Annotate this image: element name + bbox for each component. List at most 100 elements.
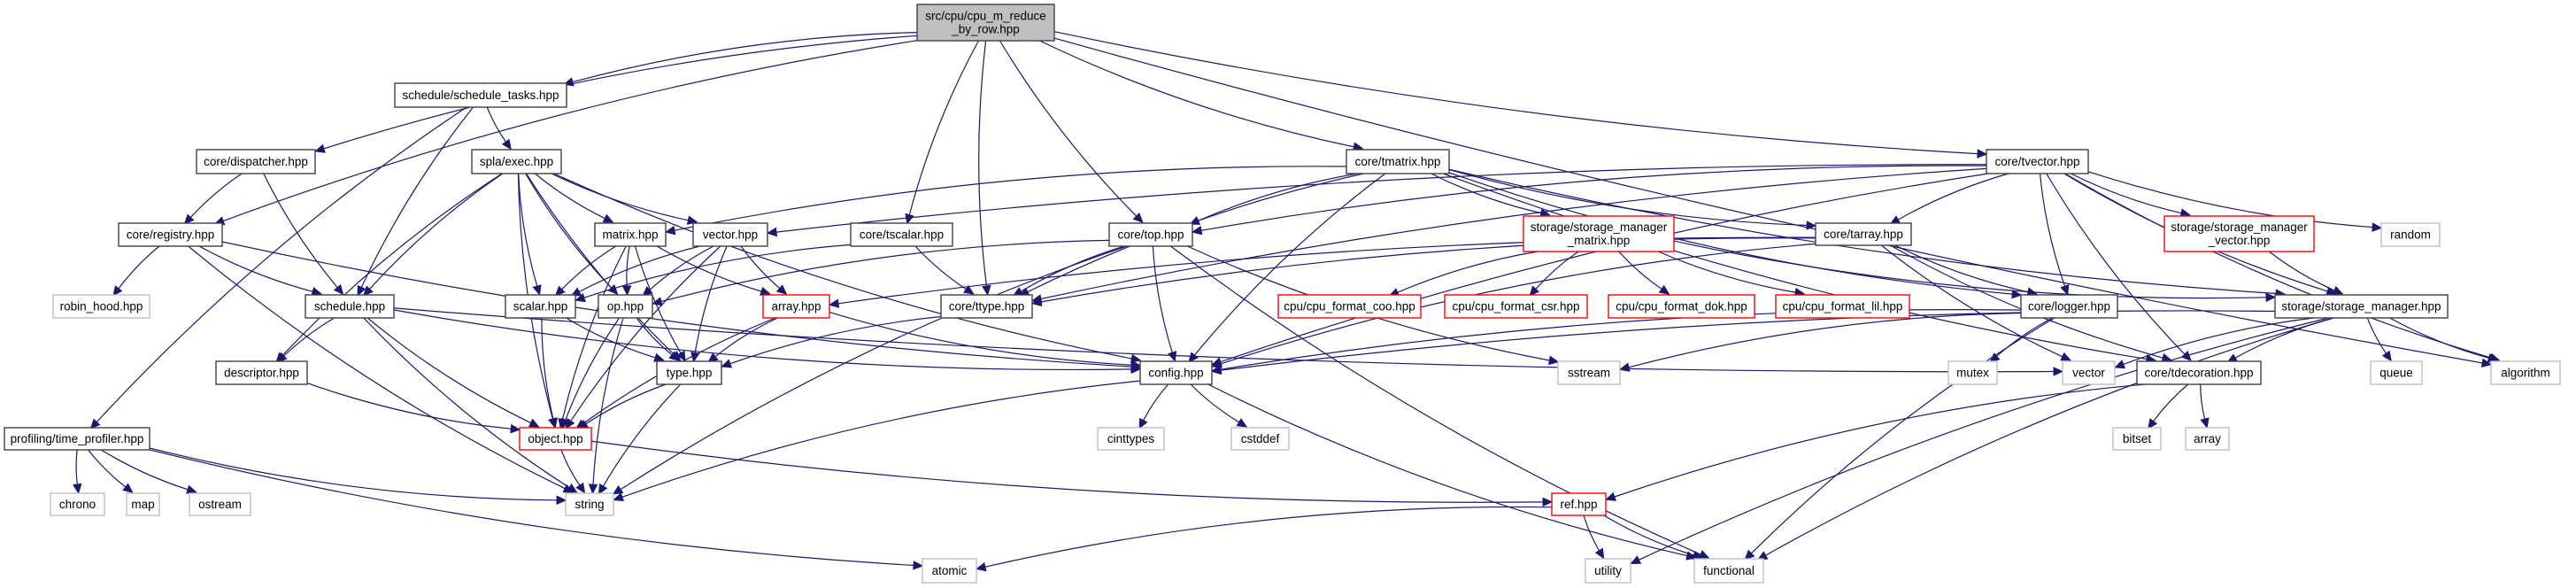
edge-exec-to-scalar	[518, 173, 538, 287]
node-label: schedule/schedule_tasks.hpp	[402, 89, 559, 102]
edge-tmatrix-to-storage-manager	[1448, 168, 2277, 295]
arrowhead-icon	[528, 418, 540, 428]
edge-ssm-matrix-to-coo	[1397, 251, 1539, 293]
node-root[interactable]: src/cpu/cpu_m_reduce_by_row.hpp	[916, 4, 1055, 42]
node-label: string	[575, 498, 604, 511]
edge-tarray-to-config	[1220, 243, 1816, 365]
edge-tmatrix-to-tdecoration	[1442, 173, 2148, 360]
edge-type-to-object	[585, 383, 667, 425]
node-box	[940, 294, 1033, 319]
edge-scalar-to-type	[566, 317, 656, 359]
node-label: atomic	[932, 564, 968, 577]
node-tvector[interactable]: core/tvector.hpp	[1986, 149, 2089, 174]
edge-root-to-algorithm	[1053, 37, 2483, 364]
node-bitset: bitset	[2112, 427, 2162, 451]
arrowhead-icon	[1236, 418, 1248, 428]
edge-tvector-to-top	[1200, 165, 1987, 231]
node-dispatcher[interactable]: core/dispatcher.hpp	[196, 149, 316, 174]
edge-matrix-to-array-hpp	[656, 245, 762, 292]
edge-tvector-to-config	[1220, 173, 1989, 363]
arrowhead-icon	[621, 285, 632, 297]
arrowhead-icon	[575, 293, 586, 303]
node-ssm-vector[interactable]: storage/storage_manager_vector.hpp	[2163, 215, 2315, 252]
node-storage-manager[interactable]: storage/storage_manager.hpp	[2274, 294, 2449, 319]
edge-schedule-to-object	[366, 317, 531, 424]
edge-config-to-string	[621, 380, 1141, 498]
edge-vector-hpp-to-scalar	[579, 245, 700, 293]
node-tmatrix[interactable]: core/tmatrix.hpp	[1346, 149, 1450, 174]
node-ssm-matrix[interactable]: storage/storage_manager_matrix.hpp	[1523, 215, 1675, 252]
node-tdecoration[interactable]: core/tdecoration.hpp	[2136, 360, 2262, 385]
arrowhead-icon	[1529, 285, 1540, 297]
arrowhead-icon	[2053, 367, 2064, 376]
node-box	[1444, 294, 1588, 319]
arrowhead-icon	[665, 225, 676, 236]
node-label: core/tdecoration.hpp	[2144, 367, 2253, 380]
node-coo[interactable]: cpu/cpu_format_coo.hpp	[1277, 294, 1422, 319]
node-schedule-tasks[interactable]: schedule/schedule_tasks.hpp	[394, 82, 567, 108]
edge-vector-hpp-to-object	[570, 245, 721, 422]
edge-array-hpp-to-type	[714, 317, 778, 358]
edge-tvector-to-random	[2087, 171, 2373, 228]
arrowhead-icon	[183, 213, 195, 225]
edge-root-to-tscalar	[908, 40, 979, 215]
node-label: storage/storage_manager	[1531, 220, 1668, 234]
node-exec[interactable]: spla/exec.hpp	[471, 149, 562, 174]
edge-registry-to-schedule	[198, 245, 313, 292]
node-config[interactable]: config.hpp	[1139, 360, 1213, 385]
edge-schedule-tasks-to-schedule	[360, 106, 474, 288]
node-label: object.hpp	[528, 432, 582, 445]
arrowhead-icon	[122, 483, 134, 493]
node-array-hpp[interactable]: array.hpp	[762, 294, 830, 319]
edge-root-to-tmatrix	[1039, 40, 1354, 148]
node-label: cpu/cpu_format_lil.hpp	[1783, 300, 1903, 313]
arrowhead-icon	[1698, 549, 1710, 559]
edge-storage-manager-to-std-vector	[2123, 317, 2315, 366]
arrowhead-icon	[2265, 292, 2277, 303]
edge-ssm-matrix-to-lil	[1657, 251, 1796, 293]
node-csr[interactable]: cpu/cpu_format_csr.hpp	[1444, 294, 1588, 319]
node-label: storage/storage_manager	[2171, 220, 2308, 234]
node-op[interactable]: op.hpp	[598, 294, 653, 319]
edge-object-to-ref	[590, 440, 1544, 503]
arrowhead-icon	[561, 417, 570, 429]
node-object[interactable]: object.hpp	[519, 427, 592, 451]
node-dok[interactable]: cpu/cpu_format_dok.hpp	[1608, 294, 1755, 319]
node-ref[interactable]: ref.hpp	[1551, 492, 1607, 516]
node-label: core/tvector.hpp	[1994, 155, 2079, 168]
arrowhead-icon	[642, 286, 653, 297]
arrowhead-icon	[976, 561, 987, 572]
node-box	[2490, 360, 2561, 385]
node-registry[interactable]: core/registry.hpp	[118, 222, 223, 247]
node-tarray[interactable]: core/tarray.hpp	[1815, 222, 1912, 246]
arrowhead-icon	[357, 284, 366, 297]
edge-tscalar-to-scalar	[583, 244, 852, 298]
arrowhead-icon	[653, 352, 665, 362]
edge-storage-manager-to-utility	[1639, 317, 2329, 561]
node-tscalar[interactable]: core/tscalar.hpp	[850, 222, 953, 247]
node-lil[interactable]: cpu/cpu_format_lil.hpp	[1775, 294, 1910, 319]
node-logger[interactable]: core/logger.hpp	[2020, 294, 2118, 319]
edge-top-to-config	[1152, 245, 1173, 353]
node-profiler[interactable]: profiling/time_profiler.hpp	[4, 427, 150, 451]
node-type[interactable]: type.hpp	[656, 360, 722, 385]
node-top[interactable]: core/top.hpp	[1108, 222, 1193, 247]
node-vector-hpp[interactable]: vector.hpp	[692, 222, 768, 247]
edge-exec-to-descriptor	[282, 173, 503, 357]
node-label: profiling/time_profiler.hpp	[11, 432, 144, 445]
node-descriptor[interactable]: descriptor.hpp	[215, 360, 308, 385]
arrowhead-icon	[362, 285, 374, 297]
arrowhead-icon	[2332, 285, 2344, 295]
arrowhead-icon	[566, 483, 578, 493]
node-label: core/top.hpp	[1117, 228, 1184, 242]
node-matrix[interactable]: matrix.hpp	[594, 222, 667, 247]
edge-profiler-to-atomic	[149, 449, 914, 566]
edge-top-to-functional	[1170, 245, 1701, 555]
node-scalar[interactable]: scalar.hpp	[505, 294, 576, 319]
edge-type-to-string	[602, 383, 682, 487]
node-box	[1139, 360, 1213, 385]
node-schedule[interactable]: schedule.hpp	[305, 294, 395, 319]
node-sstream: sstream	[1557, 360, 1621, 385]
node-ttype[interactable]: core/ttype.hpp	[940, 294, 1033, 319]
